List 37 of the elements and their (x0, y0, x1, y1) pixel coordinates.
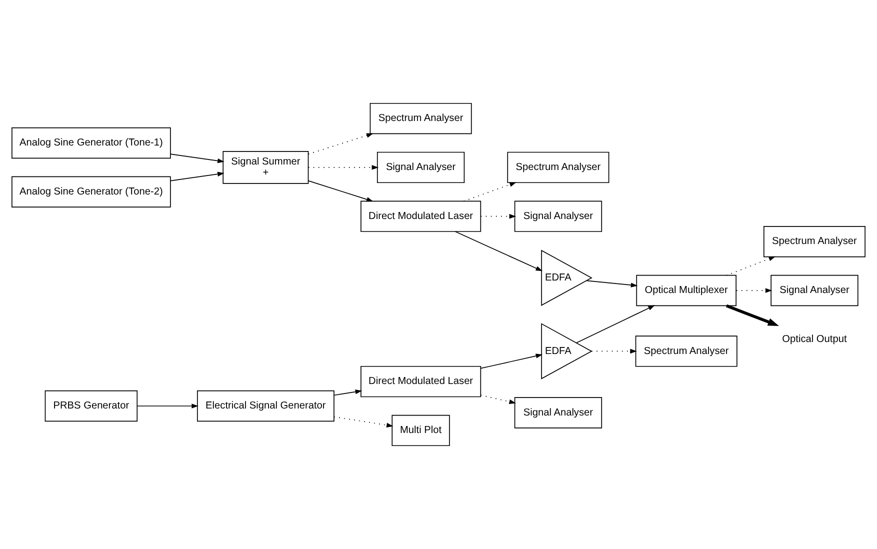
node-box: Multi Plot (392, 414, 450, 446)
arrow (480, 214, 516, 219)
node-box: Signal Analyser (376, 152, 465, 184)
arrow (591, 348, 637, 354)
arrow (480, 354, 543, 369)
node-box: Spectrum Analyser (507, 152, 610, 184)
arrow (480, 394, 516, 404)
arrow (334, 416, 394, 428)
node-box: PRBS Generator (44, 390, 138, 422)
node-box: Direct Modulated Laser (360, 366, 482, 398)
arrow (586, 280, 638, 288)
node-box: Spectrum Analyser (635, 336, 738, 367)
arrow (308, 165, 379, 170)
node-box: Spectrum Analyser (763, 226, 866, 258)
arrow (736, 288, 772, 293)
node-text: Optical Output (782, 334, 847, 346)
arrow (334, 390, 362, 396)
arrow (170, 172, 224, 182)
arrow (463, 182, 516, 202)
arrow (170, 154, 224, 164)
node-box: Electrical Signal Generator (196, 390, 334, 422)
arrow (308, 133, 374, 154)
node-box: Signal Summer + (222, 151, 309, 184)
arrow (308, 180, 374, 202)
node-box: Signal Analyser (514, 397, 602, 428)
node-box: Direct Modulated Laser (360, 200, 482, 232)
arrow (454, 231, 543, 272)
node-box: Optical Multiplexer (636, 274, 736, 306)
node-box: Analog Sine Generator (Tone-2) (12, 176, 171, 208)
arrow (726, 256, 776, 276)
node-box: Analog Sine Generator (Tone-1) (12, 127, 171, 159)
arrow (576, 305, 655, 344)
node-box: Signal Analyser (514, 200, 602, 232)
arrow (726, 304, 779, 326)
arrow (136, 404, 198, 408)
node-box: Spectrum Analyser (370, 102, 472, 134)
node-box: Signal Analyser (770, 274, 858, 306)
